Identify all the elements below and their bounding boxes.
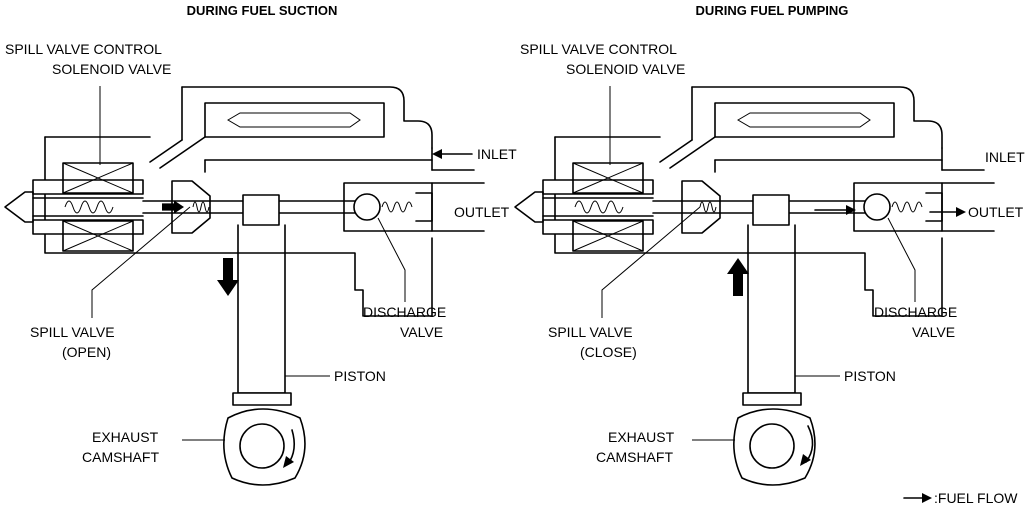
piston-label: PISTON (844, 368, 896, 384)
arrow-right-icon-head (922, 493, 932, 503)
spill-valve-label-line2: (CLOSE) (580, 344, 637, 360)
solenoid-label-line1: SPILL VALVE CONTROL (520, 41, 677, 57)
solenoid-label-line2: SOLENOID VALVE (52, 61, 171, 77)
solenoid-label-line2: SOLENOID VALVE (566, 61, 685, 77)
fuel-flow-legend-label: :FUEL FLOW (934, 490, 1018, 506)
cam-rotation-arrow-head (283, 456, 294, 468)
spill-valve-open-arrow (162, 200, 184, 214)
camshaft-label-line1: EXHAUST (608, 429, 675, 445)
panel-fuel-suction: DURING FUEL SUCTION SPILL VALVE CONTROL … (4, 3, 517, 486)
panel-fuel-pumping: DURING FUEL PUMPING SPILL VALVE CONTROL … (514, 3, 1025, 486)
flow-arrow-head (846, 205, 856, 215)
discharge-valve-label-line2: VALVE (912, 324, 955, 340)
spill-valve-label-line2: (OPEN) (62, 344, 111, 360)
camshaft-label-line2: CAMSHAFT (596, 449, 673, 465)
spill-valve-label-line1: SPILL VALVE (548, 324, 633, 340)
outlet-label: OUTLET (968, 204, 1024, 220)
discharge-valve-label-line2: VALVE (400, 324, 443, 340)
outlet-label: OUTLET (454, 204, 510, 220)
discharge-valve-label-line1: DISCHARGE (363, 304, 446, 320)
inlet-label: INLET (985, 149, 1025, 165)
spill-valve-spring (699, 201, 717, 213)
inlet-arrow-head (432, 149, 442, 159)
cam-rotation-arrow-head (800, 454, 811, 466)
camshaft-label-line2: CAMSHAFT (82, 449, 159, 465)
panel-title: DURING FUEL SUCTION (187, 3, 338, 18)
piston-down-arrow (217, 258, 239, 296)
discharge-valve-label-line1: DISCHARGE (874, 304, 957, 320)
camshaft-label-line1: EXHAUST (92, 429, 159, 445)
panel-title: DURING FUEL PUMPING (696, 3, 849, 18)
inlet-label: INLET (477, 146, 517, 162)
outlet-arrow-head (956, 207, 966, 217)
legend: :FUEL FLOW (903, 490, 1018, 506)
spill-valve-label-line1: SPILL VALVE (30, 324, 115, 340)
piston-up-arrow (727, 258, 749, 296)
solenoid-label-line1: SPILL VALVE CONTROL (5, 41, 162, 57)
spill-valve-spring (192, 201, 210, 213)
piston-label: PISTON (334, 368, 386, 384)
